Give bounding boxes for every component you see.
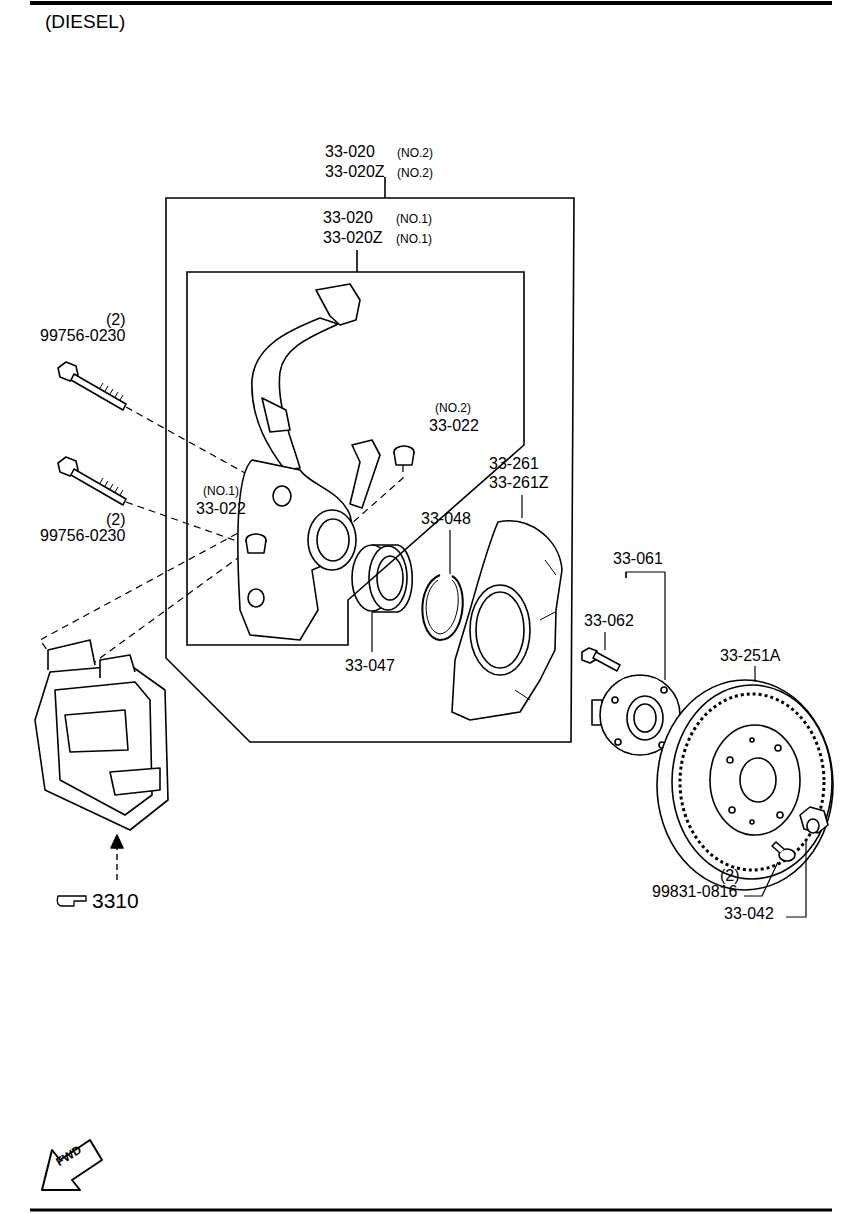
part-number: 33-020Z: [325, 164, 385, 180]
callout-label: 33-062: [584, 613, 634, 629]
dust-cover: [452, 521, 562, 720]
callout-label: 33-061: [613, 551, 663, 567]
part-number: 33-020Z: [323, 230, 383, 246]
part-number: 33-020: [325, 144, 375, 160]
bushing: [246, 446, 414, 553]
callout-label: 33-048: [421, 511, 471, 527]
leader-line: [604, 632, 605, 650]
callout-label: 33-261: [489, 456, 539, 472]
callout-label: 33-047: [345, 658, 395, 674]
leader-line: [384, 177, 386, 198]
leader-line: [371, 612, 372, 652]
callout-label: 33-261Z: [489, 475, 549, 491]
leader-line: [356, 250, 358, 272]
callout-label: 33-022: [429, 418, 479, 434]
callout-label: 33-042: [724, 906, 774, 922]
part-number: (NO.2): [397, 167, 433, 179]
part-number: 33-020: [323, 210, 373, 226]
part-number: (NO.2): [397, 147, 433, 159]
assembly-outline: [187, 272, 524, 645]
callout-label: (2): [106, 312, 126, 328]
callout-label: 33-022: [196, 501, 246, 517]
assembly-line: [70, 520, 290, 680]
snap-ring: [426, 580, 458, 634]
part-number: (NO.1): [396, 233, 432, 245]
top-rule: [30, 1, 832, 5]
pointer-hand-icon: [57, 896, 86, 906]
callout-label: (DIESEL): [45, 12, 125, 31]
brake-caliper: [35, 640, 168, 830]
wheel-bearing: [352, 545, 412, 612]
callout-label: 3310: [92, 890, 139, 911]
callout-label: (2): [720, 868, 740, 884]
bottom-rule: [30, 1209, 832, 1212]
callout-label: 99831-0816: [652, 884, 737, 900]
bolt: [58, 457, 126, 505]
leader-line: [521, 495, 522, 518]
callout-label: (NO.2): [435, 402, 471, 414]
callout-label: 33-251A: [720, 648, 781, 664]
assembly-box: 33-020(NO.1)33-020Z(NO.1): [187, 272, 524, 645]
hub-nut: [800, 807, 828, 833]
bolt: [58, 362, 126, 410]
reference-arrow: [116, 845, 117, 880]
callout-label: 99756-0230: [40, 328, 125, 344]
snap-ring: [422, 575, 462, 640]
leader-line: [449, 530, 450, 574]
callout-label: 99756-0230: [40, 528, 125, 544]
disc-screw: [772, 842, 795, 861]
bracket: [625, 572, 626, 578]
leader-line: [786, 840, 806, 917]
leader-line: [754, 666, 755, 682]
hub-stud: [582, 648, 620, 671]
reference-arrow: [111, 835, 123, 848]
fwd-arrow: [42, 1140, 102, 1190]
leader-line: [744, 862, 778, 896]
part-number: (NO.1): [396, 213, 432, 225]
callout-label: (NO.1): [203, 485, 239, 497]
callout-label: (2): [106, 512, 126, 528]
